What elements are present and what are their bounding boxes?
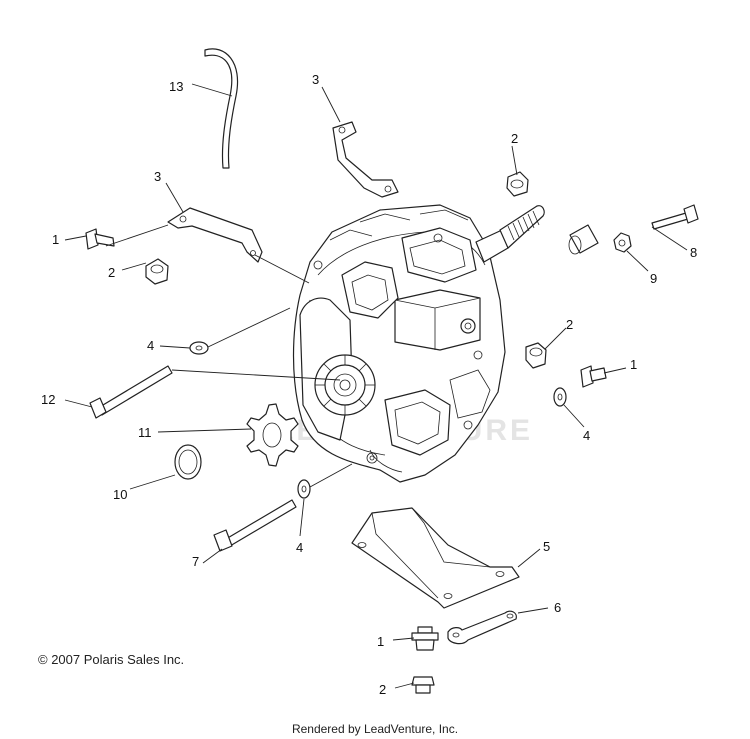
callout-6: 6 (554, 600, 561, 615)
hex-nut-9 (613, 232, 632, 253)
flange-nut-2-right (525, 342, 547, 369)
gearcase-housing (292, 204, 506, 483)
spacer-sleeve (568, 224, 599, 255)
input-shaft (475, 205, 545, 263)
bracket-upper-3 (332, 121, 399, 198)
washer-4-bottom (297, 479, 311, 499)
hex-bolt-8 (651, 204, 699, 230)
flange-nut-2-top (506, 171, 529, 197)
callout-7: 7 (192, 554, 199, 569)
vent-hose-13 (204, 48, 238, 169)
flange-bolt-1-left (85, 228, 115, 250)
callout-labels: 13 3 3 2 1 2 8 9 2 4 1 4 12 11 10 4 5 7 … (41, 72, 697, 697)
callout-9: 9 (650, 271, 657, 286)
mount-bracket-5 (351, 507, 520, 609)
long-bolt-12 (89, 365, 173, 419)
callout-4-bottom: 4 (296, 540, 303, 555)
callout-2-bottom: 2 (379, 682, 386, 697)
callout-13: 13 (169, 79, 183, 94)
washer-4-left (189, 341, 209, 355)
flange-nut-2-left (145, 258, 169, 285)
callout-5: 5 (543, 539, 550, 554)
callout-12: 12 (41, 392, 55, 407)
callout-4-left: 4 (147, 338, 154, 353)
washer-4-right (553, 387, 567, 407)
callout-1-right: 1 (630, 357, 637, 372)
flange-nut-2-bottom (411, 676, 435, 694)
callout-3-upper: 3 (312, 72, 319, 87)
snap-ring-10 (174, 444, 202, 480)
bracket-left-3 (167, 207, 263, 263)
callout-1-left: 1 (52, 232, 59, 247)
callout-2-top: 2 (511, 131, 518, 146)
copyright-notice: © 2007 Polaris Sales Inc. (38, 652, 185, 667)
flange-bolt-1-right (580, 365, 607, 388)
callout-4-right: 4 (583, 428, 590, 443)
strap-plate-6 (447, 610, 517, 645)
callout-1-bottom: 1 (377, 634, 384, 649)
rendered-by-credit: Rendered by LeadVenture, Inc. (291, 722, 459, 736)
callout-2-left: 2 (108, 265, 115, 280)
callout-8: 8 (690, 245, 697, 260)
flange-bolt-1-bottom (411, 626, 439, 651)
callout-10: 10 (113, 487, 127, 502)
callout-2-right: 2 (566, 317, 573, 332)
callout-11: 11 (138, 425, 152, 440)
leader-lines (64, 83, 688, 689)
sprocket-11 (246, 403, 299, 467)
callout-3-left: 3 (154, 169, 161, 184)
long-bolt-7 (213, 499, 297, 552)
